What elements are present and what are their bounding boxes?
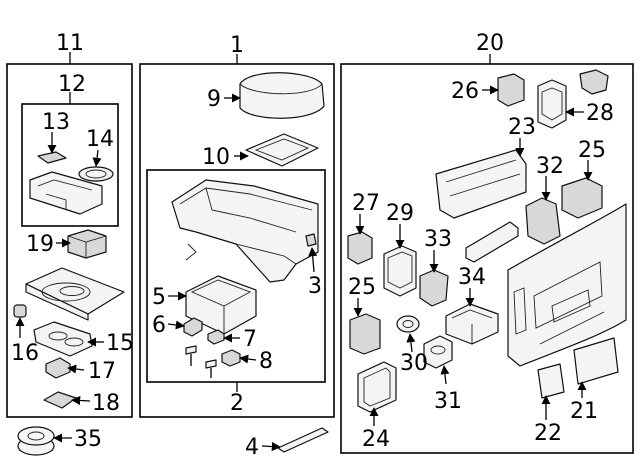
part-25-module-upper: [561, 177, 603, 219]
callout-32: 32: [536, 154, 564, 179]
callout-30: 30: [400, 351, 428, 376]
part-dash-bezel: [507, 203, 627, 367]
part-30-socket: [396, 315, 420, 333]
callout-3: 3: [308, 274, 322, 299]
part-19-bracket: [67, 229, 107, 259]
part-10-frame: [245, 133, 319, 167]
callout-16: 16: [11, 341, 39, 366]
leader-lines: [15, 85, 593, 452]
callout-6: 6: [152, 313, 166, 338]
callout-14: 14: [86, 127, 114, 152]
part-6-clip: [183, 317, 203, 337]
part-bracket-small: [579, 69, 609, 95]
callout-35: 35: [74, 427, 102, 452]
part-screws: [185, 345, 217, 378]
callout-24: 24: [362, 427, 390, 452]
callout-9: 9: [207, 87, 221, 112]
group-2-box: [146, 169, 326, 392]
callout-26: 26: [451, 79, 479, 104]
part-3-clip: [305, 233, 317, 247]
callout-33: 33: [424, 227, 452, 252]
callout-13: 13: [42, 110, 70, 135]
callout-15: 15: [106, 331, 134, 356]
callout-34: 34: [458, 265, 486, 290]
callout-29: 29: [386, 201, 414, 226]
part-31-switch: [423, 335, 453, 369]
callout-25-upper: 25: [578, 138, 606, 163]
callout-5: 5: [152, 285, 166, 310]
part-18-pad: [43, 391, 77, 409]
part-35-switch: [17, 426, 55, 456]
part-13-pad: [37, 151, 67, 164]
callout-8: 8: [259, 349, 273, 374]
part-16-knob: [13, 304, 27, 318]
group-1-box: [139, 54, 335, 418]
callout-19: 19: [26, 232, 54, 257]
callout-27: 27: [352, 191, 380, 216]
part-21-panel: [573, 337, 619, 385]
part-cup-holder-tray: [25, 267, 125, 321]
part-15-bezel: [33, 321, 93, 357]
group-11-box: [6, 52, 133, 418]
callout-23: 23: [508, 115, 536, 140]
part-25-module-lower: [349, 313, 381, 355]
part-23-bracket: [435, 149, 527, 219]
callout-12: 12: [58, 72, 86, 97]
group-20-box: [340, 54, 634, 454]
part-console-body: [171, 179, 319, 283]
part-24-module: [357, 361, 397, 413]
callout-1: 1: [230, 33, 244, 58]
callout-31: 31: [434, 389, 462, 414]
part-28-module: [537, 79, 567, 129]
part-27-connector: [347, 231, 373, 265]
callout-7: 7: [243, 327, 257, 352]
callout-20: 20: [476, 31, 504, 56]
part-7-clip: [207, 329, 225, 345]
part-4-rail: [277, 427, 329, 453]
part-14-ring: [78, 166, 114, 182]
callout-4: 4: [245, 435, 259, 460]
part-8-clip: [221, 349, 241, 367]
callout-25-lower: 25: [348, 275, 376, 300]
part-33-bracket: [419, 269, 449, 307]
callout-17: 17: [88, 359, 116, 384]
callout-labels: 11 12 13 14 19 16 15 17 18 35 1 9 10 3 5…: [11, 31, 614, 460]
part-12-tray: [29, 171, 103, 215]
callout-28: 28: [586, 101, 614, 126]
part-34-module: [445, 303, 499, 345]
part-22-cover: [537, 363, 565, 399]
group-12-box: [21, 92, 119, 227]
part-26-bracket: [497, 73, 525, 107]
part-32-bracket: [525, 197, 561, 245]
part-17-clip: [45, 357, 71, 379]
callout-18: 18: [92, 391, 120, 416]
part-9-lid: [239, 72, 325, 119]
callout-2: 2: [230, 391, 244, 416]
part-29-module: [383, 245, 417, 297]
part-side-bracket: [465, 221, 519, 263]
part-5-bin: [185, 275, 257, 335]
callout-11: 11: [56, 31, 84, 56]
callout-22: 22: [534, 421, 562, 446]
callout-21: 21: [570, 399, 598, 424]
callout-10: 10: [202, 145, 230, 170]
